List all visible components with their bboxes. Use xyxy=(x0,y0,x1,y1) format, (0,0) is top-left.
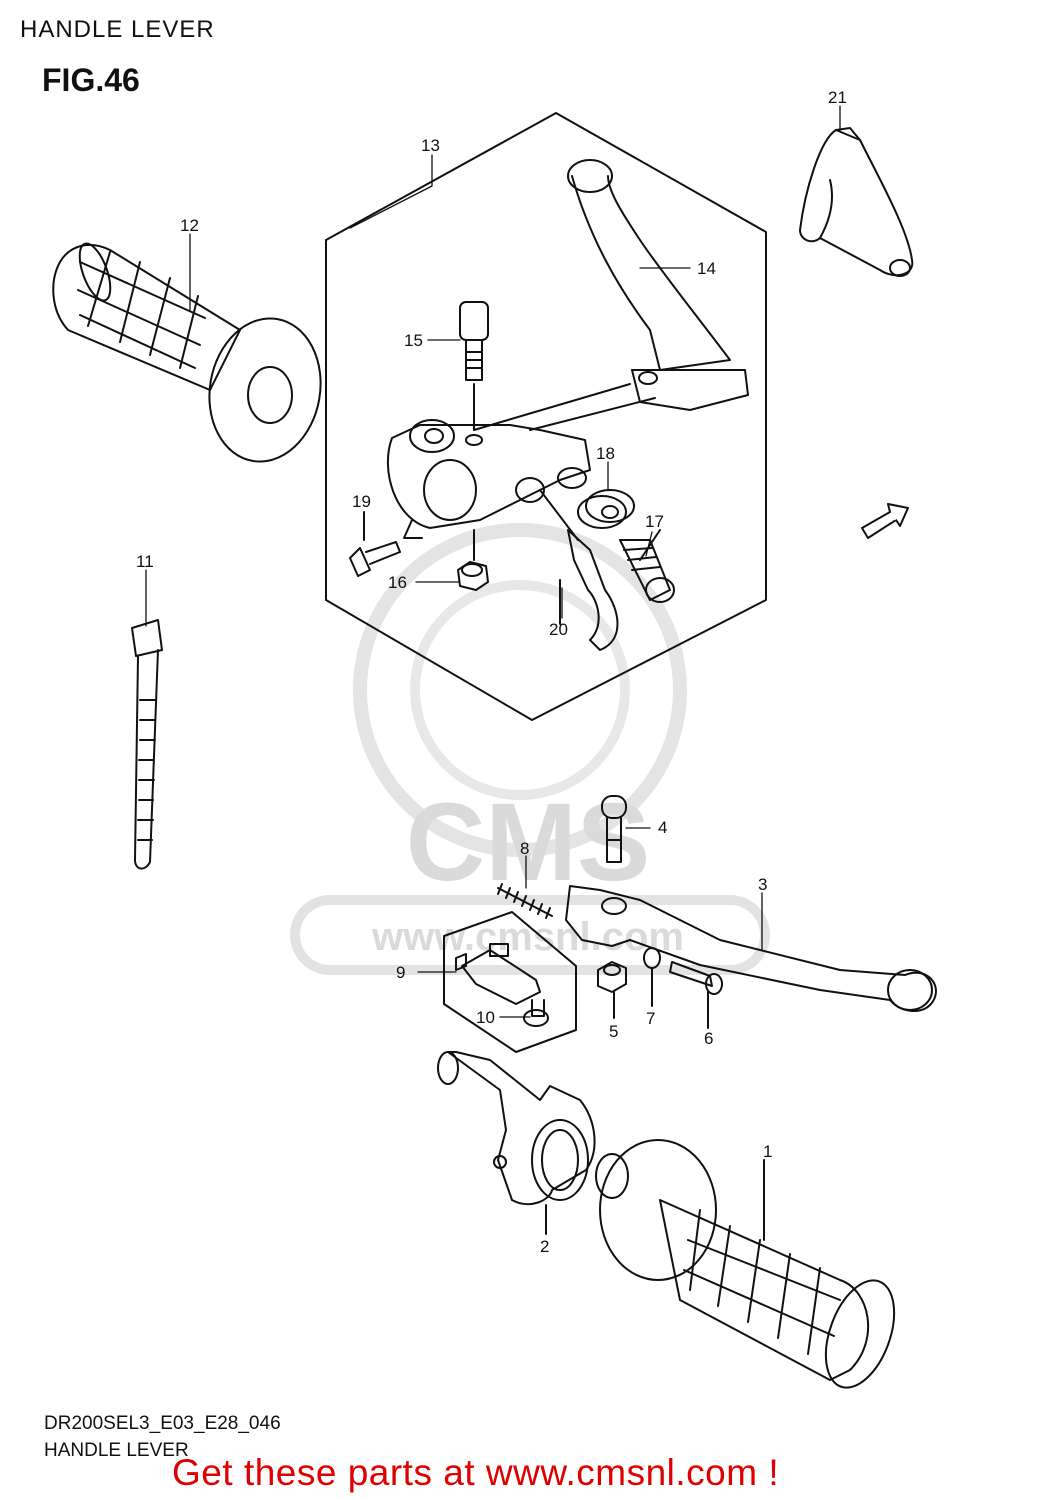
part-2-throttle-housing xyxy=(437,1051,596,1235)
page-title: HANDLE LEVER xyxy=(20,16,215,43)
part-16-nut xyxy=(457,529,489,591)
callout-20: 20 xyxy=(549,620,568,639)
callout-12: 12 xyxy=(180,216,199,235)
part-8-spring xyxy=(497,883,553,919)
callout-14: 14 xyxy=(697,259,716,278)
callout-4: 4 xyxy=(658,818,667,837)
part-12-left-grip xyxy=(52,242,322,463)
part-10-screw xyxy=(523,999,549,1027)
callout-13: 13 xyxy=(421,136,440,155)
cta-link[interactable]: Get these parts at www.cmsnl.com ! xyxy=(172,1452,780,1493)
callout-18: 18 xyxy=(596,444,615,463)
callout-9: 9 xyxy=(396,963,405,982)
figure-label: FIG.46 xyxy=(42,62,140,98)
watermark-cms-text: CMS xyxy=(406,781,650,904)
callout-1: 1 xyxy=(763,1142,772,1161)
callout-7: 7 xyxy=(646,1009,655,1028)
callout-17: 17 xyxy=(645,512,664,531)
callout-16: 16 xyxy=(388,573,407,592)
callout-2: 2 xyxy=(540,1237,549,1256)
clutch-bracket xyxy=(386,383,656,539)
part-15-pivot-bolt xyxy=(459,301,489,431)
leader-lines xyxy=(145,105,841,1018)
fwd-arrow-icon xyxy=(861,503,909,539)
part-21-lever-cover xyxy=(799,127,914,277)
part-19-bolt xyxy=(349,511,401,577)
part-18-adjuster-nut xyxy=(577,489,635,529)
callout-6: 6 xyxy=(704,1029,713,1048)
group-box-13 xyxy=(325,112,767,721)
part-6-bolt xyxy=(669,961,723,1029)
watermark-logo: CMS www.cmsnl.com xyxy=(290,523,770,975)
callout-labels: 1 2 3 4 5 6 7 8 9 10 11 12 13 14 15 16 1… xyxy=(136,88,906,1256)
part-5-nut xyxy=(597,961,627,1019)
part-7-washer xyxy=(643,947,661,1007)
diagram-code: DR200SEL3_E03_E28_046 xyxy=(44,1413,281,1434)
callout-21: 21 xyxy=(828,88,847,107)
part-3-brake-lever xyxy=(565,885,937,1012)
watermark-url-text: www.cmsnl.com xyxy=(371,915,684,959)
callout-15: 15 xyxy=(404,331,423,350)
footer-title: HANDLE LEVER xyxy=(44,1440,189,1461)
part-14-lever xyxy=(567,159,749,411)
callout-3: 3 xyxy=(758,875,767,894)
part-11-cable-tie xyxy=(131,619,163,870)
callout-11: 11 xyxy=(136,552,154,571)
part-20-cable-end xyxy=(539,489,619,651)
callout-5: 5 xyxy=(609,1022,618,1041)
callout-8: 8 xyxy=(520,839,529,858)
part-4-pivot-bolt xyxy=(601,795,627,863)
part-17-adjuster xyxy=(619,529,675,603)
callout-19: 19 xyxy=(352,492,371,511)
part-9-switch xyxy=(443,911,577,1053)
part-1-right-grip xyxy=(595,1139,896,1389)
fwd-label: FWD xyxy=(880,508,905,528)
callout-10: 10 xyxy=(476,1008,495,1027)
